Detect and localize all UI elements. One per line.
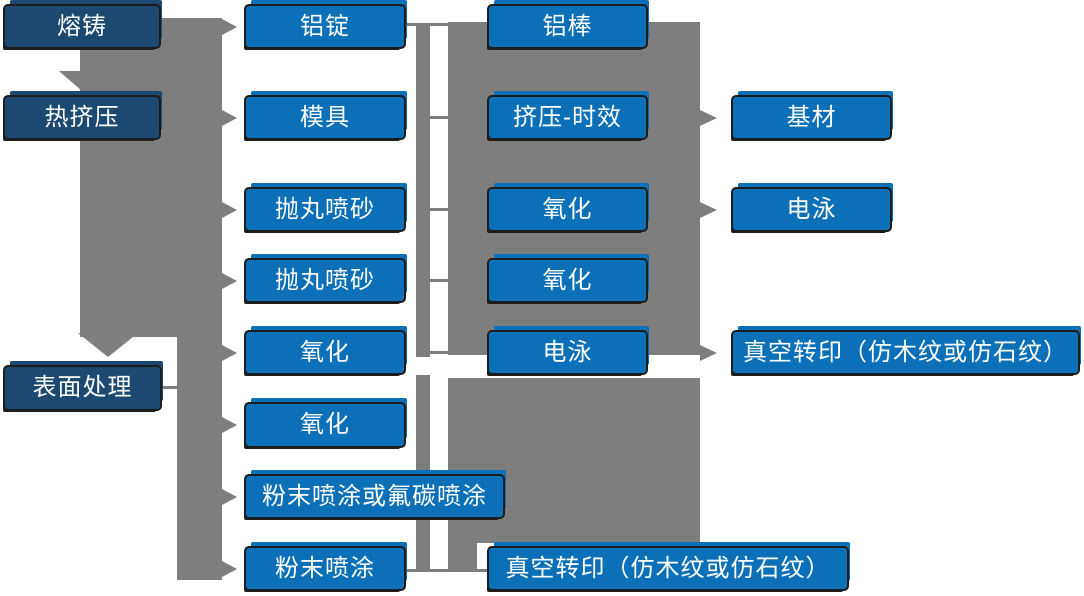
node-vacuum-transfer-bottom: 真空转印（仿木纹或仿石纹）	[487, 546, 849, 591]
arrow-down-to-hot-extrusion	[59, 71, 105, 91]
stub-oxidation-c3r4	[430, 279, 448, 282]
node-vacuum-transfer-right: 真空转印（仿木纹或仿石纹）	[731, 330, 1080, 375]
arrow-to-oxidation-c2r6	[222, 417, 237, 433]
node-electrophoresis-c4r3: 电泳	[731, 187, 892, 232]
arrow-to-oxidation-c2r5	[222, 345, 237, 361]
link-powder-to-vacuum-transfer	[405, 569, 487, 572]
arrow-to-shot-blasting-1	[222, 202, 237, 218]
arrow-to-mold	[222, 110, 237, 126]
link-surface-treatment-to-trunk	[162, 386, 178, 389]
arrow-to-powder-or-fluorocarbon	[222, 489, 237, 505]
arrow-to-powder-coating	[222, 561, 237, 577]
node-oxidation-c3r3: 氧化	[487, 187, 648, 232]
left-trunk	[80, 18, 222, 337]
left-trunk-lower	[177, 337, 222, 580]
node-electrophoresis-c3r5: 电泳	[487, 330, 648, 375]
node-powder-or-fluorocarbon: 粉末喷涂或氟碳喷涂	[244, 474, 505, 519]
node-oxidation-c2r5: 氧化	[244, 330, 406, 375]
arrow-to-electrophoresis-c4r3	[700, 202, 717, 218]
arrow-to-shot-blasting-2	[222, 273, 237, 289]
arrow-to-vacuum-transfer-right	[700, 345, 717, 361]
column3-backdrop-tab	[448, 543, 477, 571]
node-shot-blasting-2: 抛丸喷砂	[244, 258, 406, 303]
stub-extrusion-aging	[430, 116, 448, 119]
mid-connector-upper	[416, 23, 430, 357]
stub-oxidation-c3r3	[430, 208, 448, 211]
node-extrusion-aging: 挤压-时效	[487, 95, 648, 140]
stub-electrophoresis-c3r5	[430, 351, 448, 354]
arrow-to-substrate	[700, 110, 717, 126]
node-shot-blasting-1: 抛丸喷砂	[244, 187, 406, 232]
node-melting: 熔铸	[3, 4, 161, 49]
node-aluminum-rod: 铝棒	[487, 4, 648, 49]
node-oxidation-c2r6: 氧化	[244, 402, 406, 448]
node-oxidation-c3r4: 氧化	[487, 258, 648, 303]
node-substrate: 基材	[731, 95, 892, 140]
arrow-to-aluminum-ingot	[222, 19, 237, 35]
arrow-down-to-surface-treatment	[78, 333, 138, 357]
node-mold: 模具	[244, 95, 406, 140]
node-powder-coating: 粉末喷涂	[244, 546, 406, 591]
node-aluminum-ingot: 铝锭	[244, 4, 406, 49]
mid-connector-lower	[416, 375, 430, 572]
node-surface-treatment: 表面处理	[3, 365, 162, 411]
link-ingot-to-rod	[405, 23, 448, 26]
node-hot-extrusion: 热挤压	[3, 95, 161, 140]
